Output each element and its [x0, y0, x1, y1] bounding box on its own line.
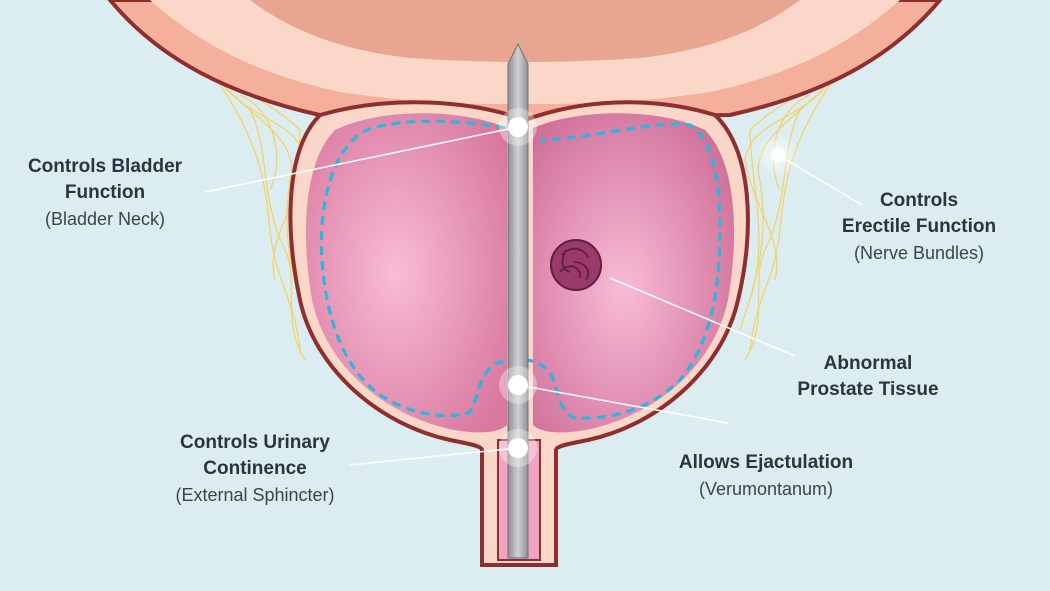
label-nerve-bundles-sub: (Nerve Bundles)	[853, 243, 985, 263]
marker-sphincter	[499, 429, 537, 467]
label-sphincter: Controls Urinary Continence (External Sp…	[160, 430, 350, 508]
marker-bladder-neck	[499, 108, 537, 146]
label-sphincter-sub: (External Sphincter)	[175, 485, 335, 505]
leader-sphincter	[349, 447, 519, 466]
label-sphincter-title-2: Continence	[203, 458, 307, 479]
marker-nerve-bundles	[756, 133, 800, 177]
right-prostate-lobe	[533, 113, 735, 433]
bladder	[107, 0, 943, 121]
urethral-instrument	[507, 42, 529, 559]
label-abnormal-title-2: Prostate Tissue	[797, 379, 939, 400]
leader-verumontanum	[517, 384, 729, 424]
left-prostate-lobe	[305, 113, 507, 433]
bladder-interior	[250, 0, 800, 62]
label-bladder-neck-sub: (Bladder Neck)	[44, 209, 166, 229]
label-bladder-neck-title-2: Function	[64, 182, 146, 203]
leader-bladder-neck	[204, 126, 519, 193]
label-nerve-bundles: Controls Erectile Function (Nerve Bundle…	[828, 188, 1010, 266]
nerve-fiber	[239, 94, 278, 191]
label-nerve-bundles-title-2: Erectile Function	[841, 216, 997, 237]
leader-abnormal-tissue	[609, 277, 796, 357]
label-verumontanum-sub: (Verumontanum)	[698, 479, 834, 499]
label-bladder-neck: Controls Bladder Function (Bladder Neck)	[20, 154, 190, 232]
label-sphincter-title-1: Controls Urinary	[180, 432, 330, 453]
leader-lines	[204, 126, 863, 466]
marker-verumontanum	[499, 366, 537, 404]
label-nerve-bundles-title-1: Controls	[879, 190, 959, 211]
nerve-fiber	[744, 79, 831, 281]
label-verumontanum-title-1: Allows Ejactulation	[678, 452, 854, 473]
label-abnormal-tissue: Abnormal Prostate Tissue	[780, 351, 956, 403]
nerve-fiber	[249, 109, 306, 361]
label-bladder-neck-title-1: Controls Bladder	[27, 156, 183, 177]
point-markers	[499, 108, 800, 467]
label-verumontanum: Allows Ejactulation (Verumontanum)	[660, 450, 872, 502]
abnormal-tissue-tumor	[550, 239, 602, 291]
label-abnormal-title-1: Abnormal	[823, 353, 913, 374]
